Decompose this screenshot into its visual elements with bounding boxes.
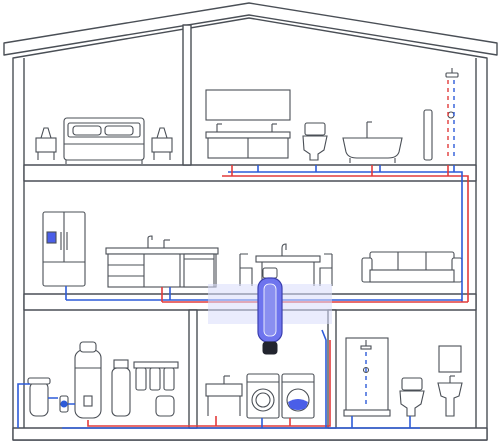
wall-sink <box>437 345 463 417</box>
shower-stall <box>343 337 391 417</box>
basement-wall-left <box>188 309 198 429</box>
hot-line-basement <box>87 340 331 427</box>
kitchen <box>42 211 219 288</box>
dining <box>239 243 333 286</box>
exterior-wall <box>12 17 488 441</box>
bathroom <box>205 68 459 163</box>
whole-house-water-filter <box>208 267 332 355</box>
bathroom-mirror <box>205 89 291 121</box>
plumbing-lines <box>17 165 469 429</box>
toilet-room <box>399 345 463 417</box>
chair-right <box>319 253 333 286</box>
utility-sink <box>205 375 243 416</box>
water-main-inlet-icon <box>59 395 69 413</box>
filter-cap-bottom <box>262 341 278 355</box>
hot-line-upper <box>222 175 469 302</box>
pressure-tank-icon <box>27 377 51 417</box>
cold-riser-filter <box>321 329 327 428</box>
shower-room <box>343 337 391 417</box>
foundation-slab <box>12 427 488 441</box>
bedroom <box>35 117 173 164</box>
shower-water-streams <box>365 80 455 405</box>
refrigerator <box>42 211 86 287</box>
water-softener <box>111 359 131 417</box>
filter-cartridge <box>263 283 277 337</box>
upper-divider-wall <box>182 24 192 166</box>
roof <box>3 2 498 56</box>
nightstand-right <box>151 127 173 160</box>
water-heater <box>74 341 102 419</box>
ro-filter-system <box>133 361 179 417</box>
cold-line-basement <box>17 383 420 429</box>
chair-left <box>239 253 253 286</box>
filter-cap-top <box>262 267 278 279</box>
cold-line-upper <box>228 171 463 302</box>
toilet-lower <box>399 377 425 417</box>
toilet-upper <box>302 122 328 161</box>
double-vanity <box>205 123 291 159</box>
utility-room <box>27 341 179 419</box>
shower-head-upper <box>423 68 459 161</box>
dryer <box>281 373 315 419</box>
dishwasher <box>183 253 215 288</box>
bed <box>63 117 145 164</box>
washing-machine <box>246 373 280 419</box>
nightstand-left <box>35 127 57 160</box>
sofa <box>361 251 463 283</box>
living-room <box>361 251 463 283</box>
upper-floor-slab <box>23 164 477 182</box>
dining-table <box>255 243 321 286</box>
laundry <box>205 373 315 419</box>
bathtub <box>342 121 403 163</box>
